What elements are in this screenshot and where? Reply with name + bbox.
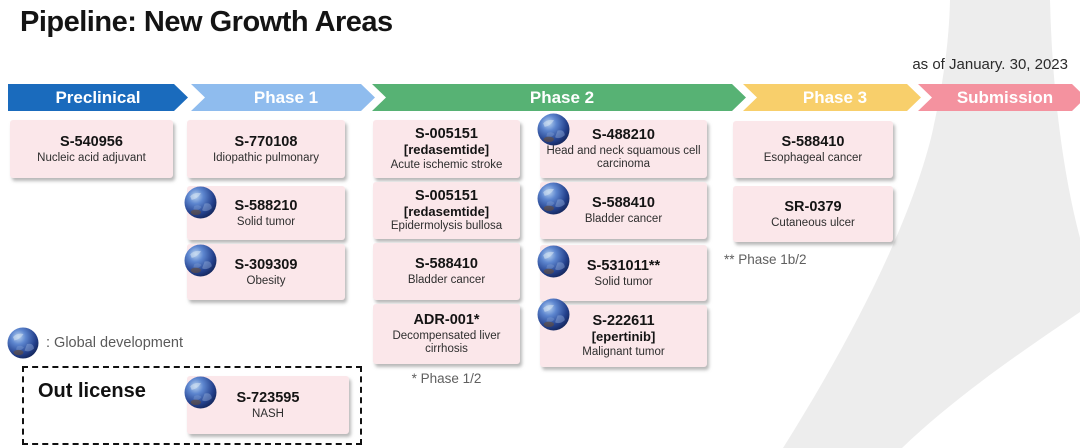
item-indication: Nucleic acid adjuvant [37, 151, 146, 164]
item-brand: [redasemtide] [403, 142, 490, 158]
item-indication: Bladder cancer [584, 213, 663, 226]
pipeline-item-s588410-bladder-global: S-588410 Bladder cancer [537, 182, 707, 239]
item-code: S-488210 [592, 127, 655, 144]
item-indication: Cutaneous ulcer [771, 216, 855, 229]
item-indication: Malignant tumor [582, 345, 665, 358]
item-code: S-540956 [60, 133, 123, 150]
item-code: S-005151 [415, 126, 478, 143]
item-indication: Bladder cancer [407, 274, 486, 287]
item-code: S-531011** [586, 257, 661, 274]
globe-icon [537, 298, 570, 331]
globe-icon [537, 113, 570, 146]
item-code: S-222611 [592, 313, 655, 330]
pipeline-item-sr0379: SR-0379 Cutaneous ulcer [733, 186, 893, 242]
item-code: ADR-001* [413, 312, 480, 329]
item-code: S-588410 [781, 134, 845, 150]
pipeline-item-s309309: S-309309 Obesity [184, 244, 345, 300]
item-indication: Solid tumor [594, 275, 653, 288]
legend-label: : Global development [46, 334, 184, 351]
pipeline-item-s588410-bladder-ph2: S-588410 Bladder cancer [373, 243, 520, 300]
globe-icon [7, 327, 39, 359]
pipeline-item-s005151-stroke: S-005151 [redasemtide] Acute ischemic st… [373, 120, 520, 178]
footnote-phase-1b-2: ** Phase 1b/2 [724, 252, 807, 267]
item-code: S-723595 [236, 389, 300, 406]
item-indication: Acute ischemic stroke [390, 158, 503, 171]
global-development-legend: : Global development [7, 326, 183, 359]
pipeline-item-s588410-esophageal: S-588410 Esophageal cancer [733, 121, 893, 178]
item-brand: [redasemtide] [403, 203, 490, 219]
date-note: as of January. 30, 2023 [912, 56, 1068, 73]
item-indication: Idiopathic pulmonary [212, 151, 320, 164]
globe-icon [184, 376, 217, 409]
globe-icon [184, 244, 217, 277]
item-indication: NASH [252, 407, 284, 420]
item-code: S-309309 [234, 256, 298, 273]
pipeline-item-s540956: S-540956 Nucleic acid adjuvant [10, 120, 173, 178]
item-code: SR-0379 [784, 198, 842, 215]
pipeline-item-s005151-eb: S-005151 [redasemtide] Epidermolysis bul… [373, 182, 520, 239]
item-indication: Solid tumor [236, 215, 296, 228]
pipeline-item-adr001: ADR-001* Decompensated liver cirrhosis [373, 304, 520, 364]
item-indication: Decompensated liver cirrhosis [392, 330, 501, 356]
globe-icon [537, 182, 570, 215]
pipeline-item-s723595: S-723595 NASH [184, 376, 349, 434]
footnote-phase-1-2: * Phase 1/2 [411, 371, 482, 386]
pipeline-item-s488210: S-488210 Head and neck squamous cell car… [537, 113, 707, 178]
phase-arrow-phase2: Phase 2 [372, 84, 746, 111]
pipeline-item-s588210-ph1: S-588210 Solid tumor [184, 186, 345, 240]
item-code: S-770108 [234, 133, 298, 150]
globe-icon [184, 186, 217, 219]
pipeline-item-s770108: S-770108 Idiopathic pulmonary [187, 120, 345, 178]
item-code: S-588410 [415, 256, 478, 272]
item-code: S-005151 [415, 187, 478, 204]
pipeline-item-s531011: S-531011** Solid tumor [537, 245, 707, 301]
out-license-box: Out license S-723595 NASH [22, 366, 362, 445]
phase-arrow-preclinical: Preclinical [8, 84, 188, 111]
item-code: S-588410 [592, 195, 655, 211]
item-indication: Epidermolysis bullosa [390, 220, 503, 233]
phase-arrow-phase1: Phase 1 [191, 84, 375, 111]
pipeline-item-s222611: S-222611 [epertinib] Malignant tumor [537, 298, 707, 367]
item-code: S-588210 [234, 197, 298, 214]
globe-icon [537, 245, 570, 278]
phase-arrow-phase3: Phase 3 [743, 84, 921, 111]
out-license-title: Out license [38, 380, 146, 402]
item-indication: Esophageal cancer [763, 152, 863, 165]
item-indication: Obesity [246, 274, 286, 287]
item-brand: [epertinib] [591, 329, 656, 345]
item-indication: Head and neck squamous cell carcinoma [546, 145, 701, 171]
page-title: Pipeline: New Growth Areas [20, 6, 393, 38]
phase-arrow-submission: Submission [918, 84, 1080, 111]
